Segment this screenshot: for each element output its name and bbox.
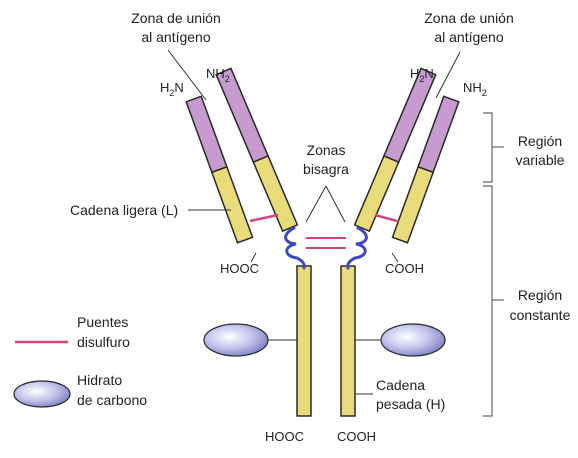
binding-site-left-label-line2: al antígeno <box>141 29 210 45</box>
heavy-chain-right-stem <box>341 266 355 416</box>
hinge-leader-left <box>306 186 326 222</box>
disulfide-bridge-left-arm <box>250 215 278 221</box>
hinge-leader-right <box>326 186 345 222</box>
carbohydrate-right <box>381 324 445 356</box>
nh2-right-label: NH2 <box>463 80 487 98</box>
hooc-left-label: HOOC <box>220 261 259 276</box>
variable-region-label-line1: Región <box>518 133 562 149</box>
legend-disulfide-label-line2: disulfuro <box>77 334 130 350</box>
constant-region-label-line2: constante <box>510 307 571 323</box>
legend-carbohydrate-label-line2: de carbono <box>77 392 147 408</box>
hooc-bottom-label: HOOC <box>265 429 304 444</box>
legend-carbohydrate-label-line1: Hidrato <box>77 372 122 388</box>
heavy-chain-label-line2: pesada (H) <box>376 396 445 412</box>
carbohydrate-left <box>204 324 268 356</box>
hinge-label-line2: bisagra <box>303 161 349 177</box>
heavy-chain-label-line1: Cadena <box>376 377 425 393</box>
variable-region-label-line2: variable <box>515 152 564 168</box>
binding-site-right-label-line1: Zona de unión <box>424 10 514 26</box>
hinge-label-line1: Zonas <box>307 142 346 158</box>
binding-site-right-label-line2: al antígeno <box>434 29 503 45</box>
hinge-region-left <box>286 228 305 268</box>
constant-region-label-line1: Región <box>518 287 562 303</box>
constant-region-bracket <box>483 186 492 416</box>
legend-disulfide-label-line1: Puentes <box>77 314 128 330</box>
heavy-chain-left-stem <box>297 266 311 416</box>
hinge-region-right <box>348 228 367 268</box>
legend: Puentes disulfuro Hidrato de carbono <box>14 314 147 408</box>
disulfide-bridge-right-arm <box>375 215 397 221</box>
legend-carbohydrate-swatch <box>14 381 70 407</box>
variable-region-bracket <box>483 113 492 182</box>
binding-site-left-label-line1: Zona de unión <box>131 10 221 26</box>
cooh-right-label: COOH <box>385 261 424 276</box>
h2n-left-label: H2N <box>160 80 184 98</box>
binding-site-right-leader <box>436 52 460 98</box>
cooh-bottom-label: COOH <box>337 429 376 444</box>
light-chain-label: Cadena ligera (L) <box>70 202 178 218</box>
nh2-left-label: NH2 <box>206 66 230 84</box>
